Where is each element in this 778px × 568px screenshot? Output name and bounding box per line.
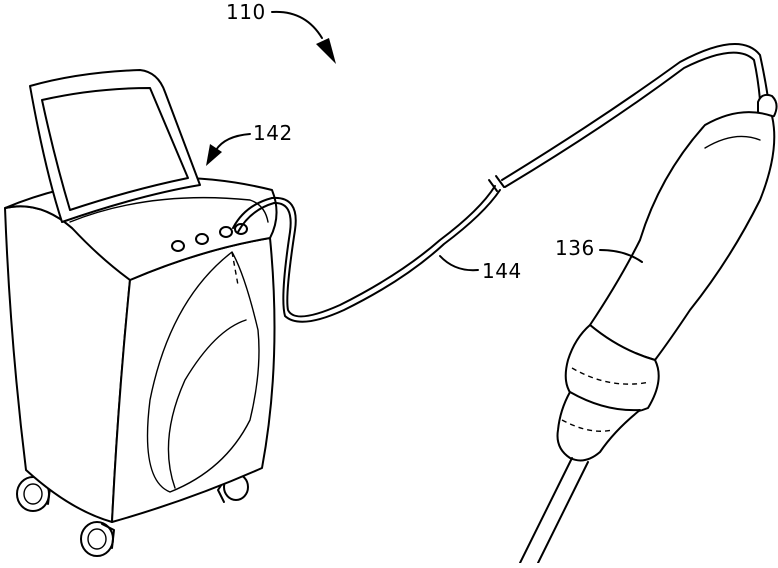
probe-handle xyxy=(590,112,774,360)
control-knob xyxy=(196,234,208,244)
probe-reference-label: 136 xyxy=(555,236,595,260)
control-knob xyxy=(172,241,184,251)
ultrasound-console xyxy=(5,70,277,556)
control-knob xyxy=(220,227,232,237)
ultrasound-probe xyxy=(520,95,777,563)
console-reference-label: 142 xyxy=(253,121,293,145)
arrow-110-head xyxy=(316,38,336,64)
arrow-142-head xyxy=(206,144,222,166)
system-reference-label: 110 xyxy=(226,0,266,24)
cabinet-front xyxy=(112,238,275,522)
cable-reference-label: 144 xyxy=(482,259,522,283)
